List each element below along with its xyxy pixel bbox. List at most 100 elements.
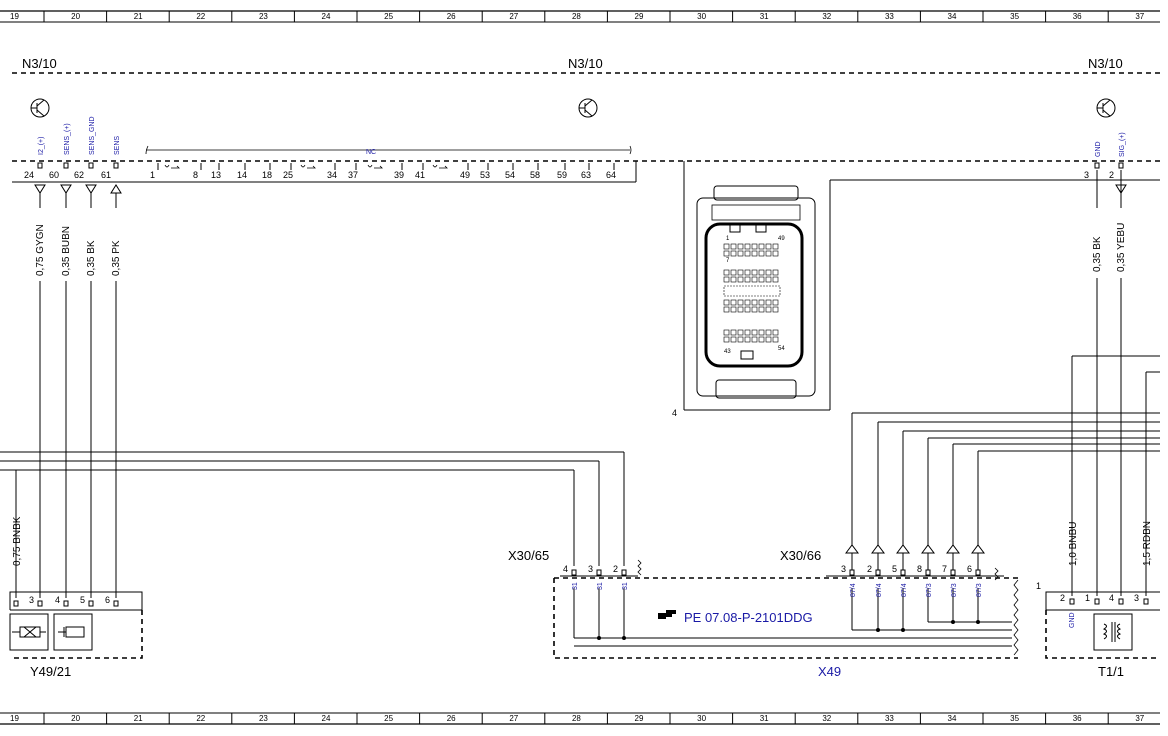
x30-66-pin-number: 3 <box>841 564 846 574</box>
y49-label: Y49/21 <box>30 664 71 679</box>
transistor-icon <box>1096 98 1116 118</box>
pin-terminal <box>1094 162 1100 169</box>
ruler-column-label: 25 <box>384 12 393 21</box>
t1-pin-number: 1 <box>1085 593 1090 603</box>
ruler-column-label: 20 <box>71 12 80 21</box>
wire-label: 0,35 PK <box>111 240 122 276</box>
wire-label: 0,35 BK <box>1092 236 1103 272</box>
x30-65-pin-number: 2 <box>613 564 618 574</box>
ruler-column-label: 20 <box>71 714 80 723</box>
n3-label-right: N3/10 <box>1088 56 1123 71</box>
wire-label: 0,35 BK <box>86 240 97 276</box>
pin-terminal <box>88 600 94 607</box>
wire-label: 0,35 BUBN <box>61 226 72 276</box>
ruler-column-label: 22 <box>196 714 205 723</box>
pin-terminal <box>621 569 627 576</box>
nc-pin-number: 14 <box>237 170 247 180</box>
pin-terminal <box>596 569 602 576</box>
x30-66-signal: 87/4 <box>850 583 857 597</box>
signal-direction-arrow-icon <box>34 184 46 194</box>
pin-terminal <box>849 569 855 576</box>
pointing-hand-icon <box>658 610 676 619</box>
ruler-column-label: 36 <box>1073 714 1082 723</box>
connector-face-ref: 4 <box>672 408 677 418</box>
ruler-column-label: 24 <box>322 714 331 723</box>
nc-pin-number: 53 <box>480 170 490 180</box>
x30-65-signal: 31 <box>597 582 604 590</box>
x30-66-signal: 87/3 <box>976 583 983 597</box>
wire-label-rdbn: 1,5 RDBN <box>1142 521 1153 566</box>
t1-pin-number: 3 <box>1134 593 1139 603</box>
ruler-column-label: 35 <box>1010 714 1019 723</box>
x30-66-signal: 87/3 <box>926 583 933 597</box>
ruler-column-label: 19 <box>10 12 19 21</box>
x30-65-signal: 31 <box>622 582 629 590</box>
signal-direction-arrow-icon <box>110 184 122 194</box>
wire-label-bnbk: 0,75 BNBK <box>12 516 23 566</box>
signal-direction-arrow-icon <box>871 544 885 554</box>
signal-direction-arrow-icon <box>60 184 72 194</box>
pin-terminal <box>975 569 981 576</box>
t1-pin-number: 2 <box>1060 593 1065 603</box>
n3-pin-number: 24 <box>24 170 34 180</box>
x30-66-label: X30/66 <box>780 548 821 563</box>
y49-pin-number: 6 <box>105 595 110 605</box>
ruler-column-label: 31 <box>760 714 769 723</box>
x30-66-pin-number: 6 <box>967 564 972 574</box>
ruler-column-label: 29 <box>635 714 644 723</box>
ruler-column-label: 22 <box>196 12 205 21</box>
ruler-column-label: 34 <box>948 12 957 21</box>
x30-65-pin-number: 3 <box>588 564 593 574</box>
signal-direction-arrow-icon <box>845 544 859 554</box>
transistor-icon <box>578 98 598 118</box>
n3-pin-number: 60 <box>49 170 59 180</box>
ruler-column-label: 26 <box>447 12 456 21</box>
nc-jumper-icon <box>164 164 180 169</box>
pin-terminal <box>950 569 956 576</box>
n3-signal-name: SENS_GND <box>89 116 96 155</box>
ruler-column-label: 34 <box>948 714 957 723</box>
ruler-column-label: 23 <box>259 12 268 21</box>
n3-label-mid: N3/10 <box>568 56 603 71</box>
n3-signal-name: GND <box>1095 141 1102 157</box>
x49-label: X49 <box>818 664 841 679</box>
reference-link[interactable]: PE 07.08-P-2101DDG <box>658 610 813 625</box>
nc-pin-number: 39 <box>394 170 404 180</box>
face-pin-7: 7 <box>726 258 730 264</box>
reference-text[interactable]: PE 07.08-P-2101DDG <box>684 610 813 625</box>
connector-face: 1 49 7 43 54 <box>696 185 816 399</box>
pin-terminal <box>63 162 69 169</box>
y49-pin-number: 3 <box>29 595 34 605</box>
n3-pin-number: 62 <box>74 170 84 180</box>
x30-66-signal: 87/4 <box>876 583 883 597</box>
nc-pin-number: 37 <box>348 170 358 180</box>
ruler-column-label: 32 <box>822 12 831 21</box>
face-pin-54: 54 <box>778 346 785 352</box>
pin-terminal <box>37 162 43 169</box>
n3-signal-name: I2_(+) <box>38 137 45 155</box>
signal-direction-arrow-icon <box>946 544 960 554</box>
n3-signal-name: SENS_(+) <box>64 123 71 155</box>
signal-direction-arrow-icon <box>896 544 910 554</box>
ruler-column-label: 32 <box>822 714 831 723</box>
nc-pin-number: 1 <box>150 170 155 180</box>
ruler-column-label: 25 <box>384 714 393 723</box>
ruler-column-label: 28 <box>572 12 581 21</box>
nc-pin-number: 59 <box>557 170 567 180</box>
ruler-column-label: 36 <box>1073 12 1082 21</box>
wire-trunk-right: 1,0 BNBU 1,5 RDBN <box>851 355 1160 596</box>
wire-label-bnbu: 1,0 BNBU <box>1068 522 1079 566</box>
t1-label: T1/1 <box>1098 664 1124 679</box>
y49-pin-number: 4 <box>55 595 60 605</box>
pin-terminal <box>1094 598 1100 605</box>
n3-pin-number: 61 <box>101 170 111 180</box>
pin-terminal <box>900 569 906 576</box>
pin-terminal <box>875 569 881 576</box>
nc-pin-number: 58 <box>530 170 540 180</box>
x30-65-label: X30/65 <box>508 548 549 563</box>
